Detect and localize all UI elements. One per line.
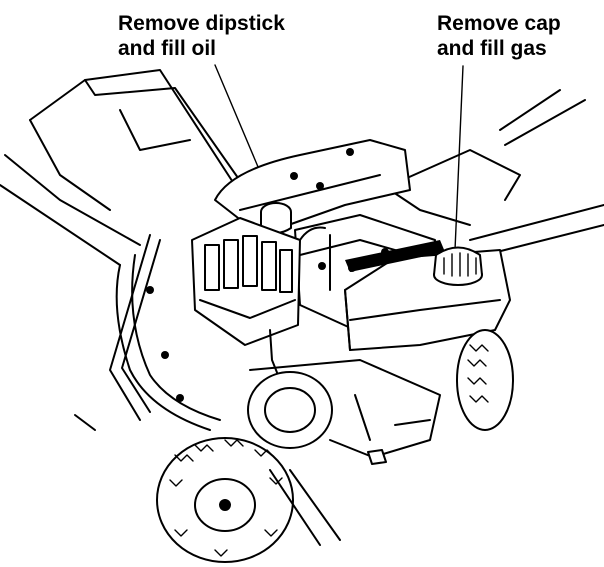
pulley bbox=[248, 360, 440, 455]
discharge-chute bbox=[380, 90, 585, 225]
frame-lines-right bbox=[470, 205, 604, 255]
rear-tire bbox=[457, 330, 513, 430]
front-tire bbox=[157, 438, 293, 562]
air-cleaner bbox=[192, 218, 300, 380]
axle-bolt bbox=[330, 440, 386, 464]
gas-cap bbox=[434, 248, 482, 286]
